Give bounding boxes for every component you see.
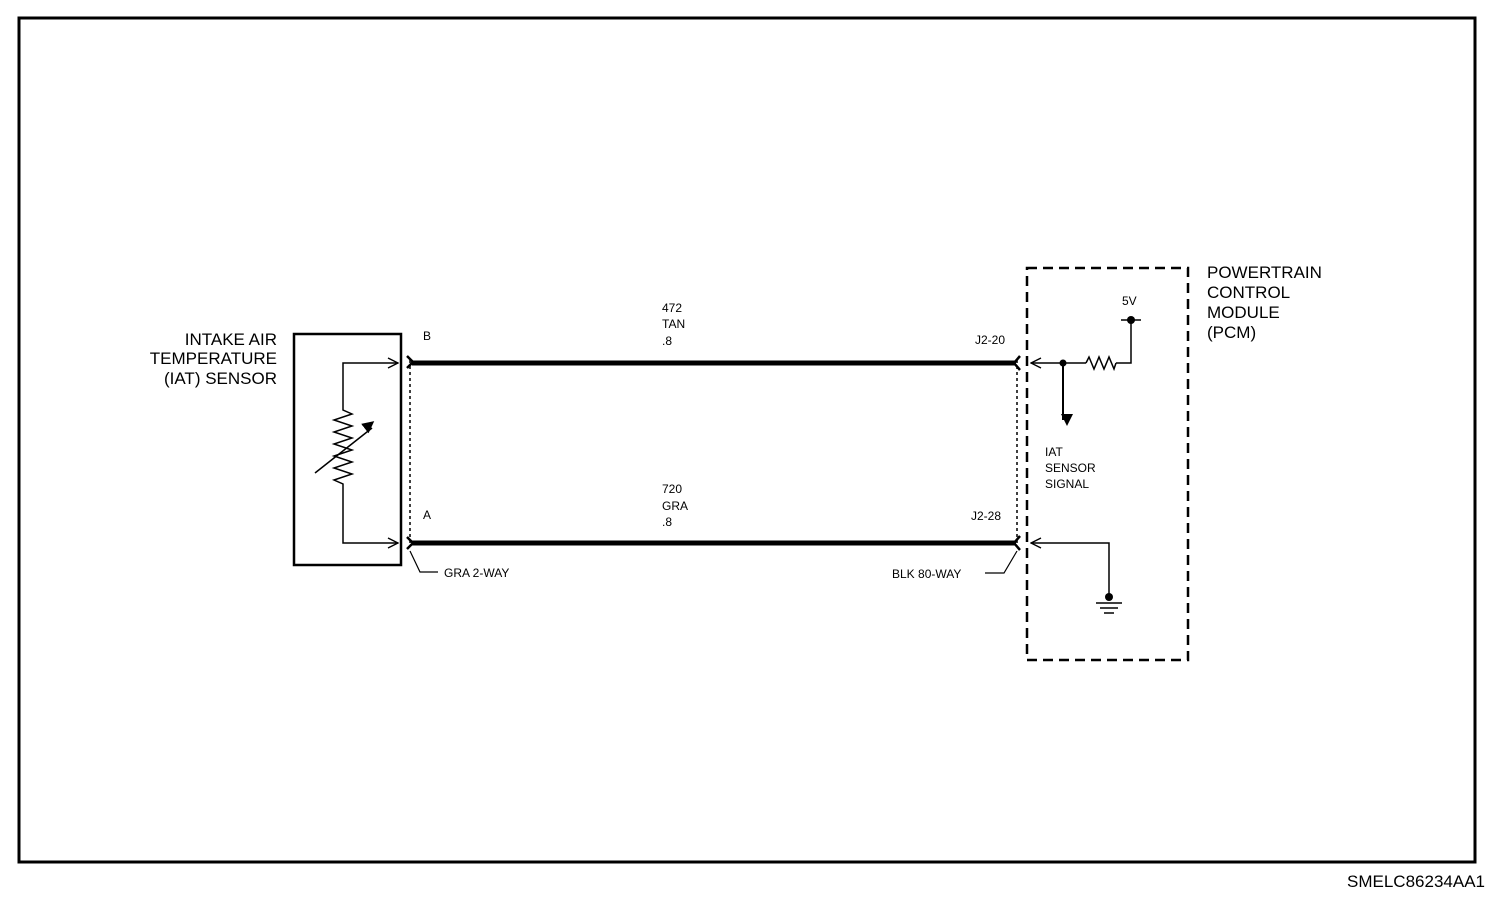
- iat-signal-label-line3: SIGNAL: [1045, 477, 1089, 491]
- wire-720-gauge: .8: [662, 515, 672, 529]
- pcm-resistor-lead-right: [1116, 321, 1132, 364]
- diagram-frame: [17, 16, 1477, 864]
- sensor-label-line1: INTAKE AIR: [185, 330, 277, 349]
- pcm-pin-j2-28-label: J2-28: [971, 509, 1001, 523]
- iat-signal-label-line1: IAT: [1045, 445, 1063, 459]
- iat-signal-label-line2: SENSOR: [1045, 461, 1096, 475]
- reference-5v-label: 5V: [1122, 294, 1137, 308]
- pcm-connector-pin-j2-20: [1012, 355, 1021, 371]
- wire-472: 472 TAN .8: [412, 301, 1016, 366]
- figure-code: SMELC86234AA1: [1347, 872, 1485, 891]
- sensor-pin-b-label: B: [423, 329, 431, 343]
- ground-dot: [1105, 593, 1113, 601]
- pcm-connector-label: BLK 80-WAY: [892, 567, 961, 581]
- pcm-label-line2: CONTROL: [1207, 283, 1290, 302]
- wire-720-color: GRA: [662, 499, 688, 513]
- thermistor-symbol: [331, 405, 355, 490]
- pcm-connector-pin-j2-28: [1012, 535, 1021, 551]
- pcm-pin-j2-20-label: J2-20: [975, 333, 1005, 347]
- sensor-lead-lower: [342, 490, 398, 543]
- pcm-ground-path: [1031, 543, 1110, 594]
- pull-up-resistor: [1085, 355, 1117, 372]
- iat-sensor: INTAKE AIR TEMPERATURE (IAT) SENSOR: [150, 330, 403, 567]
- sensor-pin-a-label: A: [423, 508, 431, 522]
- wire-720: 720 GRA .8: [412, 482, 1016, 546]
- pcm-module: 5V IAT SENSOR SIGNAL POWERTRAIN CONTROL …: [1025, 263, 1322, 662]
- pcm-dashed-box: [1025, 266, 1190, 662]
- pcm-label-line1: POWERTRAIN: [1207, 263, 1322, 282]
- sensor-connector-leader: [409, 550, 438, 573]
- wire-472-circuit: 472: [662, 301, 682, 315]
- pcm-connector: J2-20 J2-28 BLK 80-WAY: [892, 333, 1021, 581]
- sensor-label-line3: (IAT) SENSOR: [164, 369, 277, 388]
- pcm-label-line3: MODULE: [1207, 303, 1280, 322]
- pcm-connector-leader: [985, 550, 1018, 574]
- wire-472-color: TAN: [662, 317, 685, 331]
- sensor-box: [292, 332, 403, 567]
- wire-720-circuit: 720: [662, 482, 682, 496]
- sensor-label-line2: TEMPERATURE: [150, 349, 277, 368]
- sensor-connector: B A GRA 2-WAY: [406, 329, 509, 580]
- pcm-label-line4: (PCM): [1207, 323, 1256, 342]
- thermistor-variable-arrow: [314, 421, 375, 474]
- sensor-lead-upper: [342, 363, 398, 405]
- sensor-connector-label: GRA 2-WAY: [444, 566, 509, 580]
- wire-472-gauge: .8: [662, 334, 672, 348]
